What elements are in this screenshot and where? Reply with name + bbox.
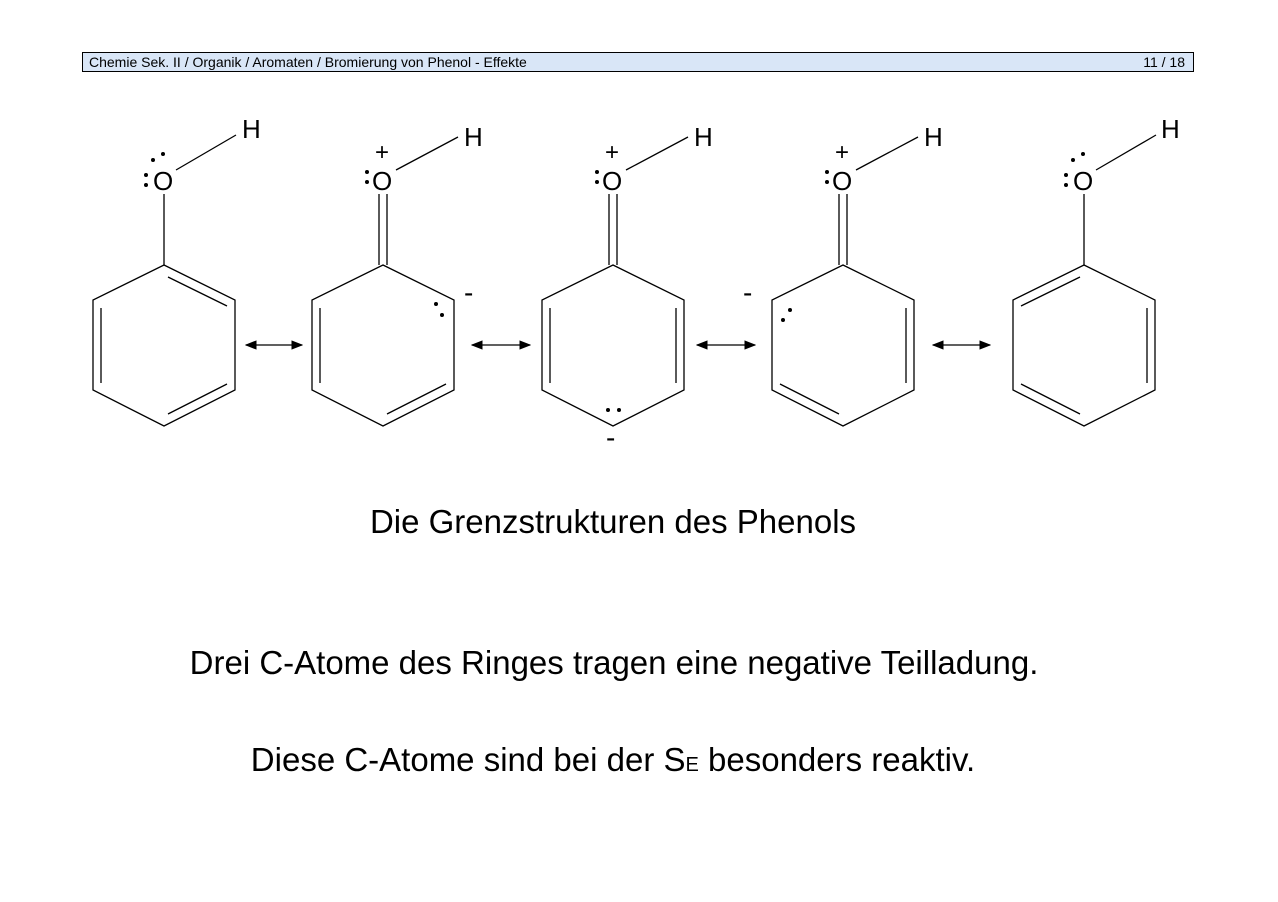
structure-4: O H + - <box>743 122 943 427</box>
statement-prefix: Diese C-Atome sind bei der S <box>250 741 686 778</box>
ring-negative-charge: - <box>743 277 752 308</box>
lone-pair-dots <box>365 170 444 317</box>
oxygen-positive-charge: + <box>375 139 389 166</box>
lone-pair-dots <box>1064 152 1085 187</box>
statement-suffix: besonders reaktiv. <box>698 741 976 778</box>
statement-subscript: E <box>685 754 699 776</box>
ring-negative-charge: - <box>606 422 615 453</box>
hydrogen-label: H <box>694 122 713 152</box>
lone-pair-dots <box>144 152 165 187</box>
structure-5: O H <box>1012 114 1180 427</box>
lone-pair-dots <box>781 170 829 322</box>
header-bar: Chemie Sek. II / Organik / Aromaten / Br… <box>82 52 1194 72</box>
hydrogen-label: H <box>464 122 483 152</box>
oxygen-label: O <box>602 166 622 196</box>
statement-negative-charge: Drei C-Atome des Ringes tragen eine nega… <box>189 644 1039 681</box>
hydrogen-label: H <box>1161 114 1180 144</box>
hydrogen-label: H <box>924 122 943 152</box>
resonance-diagram: O H O H + - O H + - <box>92 114 1180 453</box>
diagram-caption: Die Grenzstrukturen des Phenols <box>369 503 857 540</box>
oxygen-label: O <box>1073 166 1093 196</box>
page-indicator: 11 / 18 <box>1143 54 1185 70</box>
oxygen-positive-charge: + <box>605 139 619 166</box>
oxygen-label: O <box>153 166 173 196</box>
lone-pair-dots <box>595 170 621 412</box>
breadcrumb: Chemie Sek. II / Organik / Aromaten / Br… <box>89 54 527 70</box>
structure-1: O H <box>92 114 261 427</box>
structure-3: O H + - <box>541 122 713 453</box>
statement-reactivity: Diese C-Atome sind bei der SE besonders … <box>0 740 1226 785</box>
oxygen-label: O <box>372 166 392 196</box>
structure-2: O H + - <box>311 122 483 427</box>
hydrogen-label: H <box>242 114 261 144</box>
ring-negative-charge: - <box>464 277 473 308</box>
oxygen-positive-charge: + <box>835 139 849 166</box>
oxygen-label: O <box>832 166 852 196</box>
